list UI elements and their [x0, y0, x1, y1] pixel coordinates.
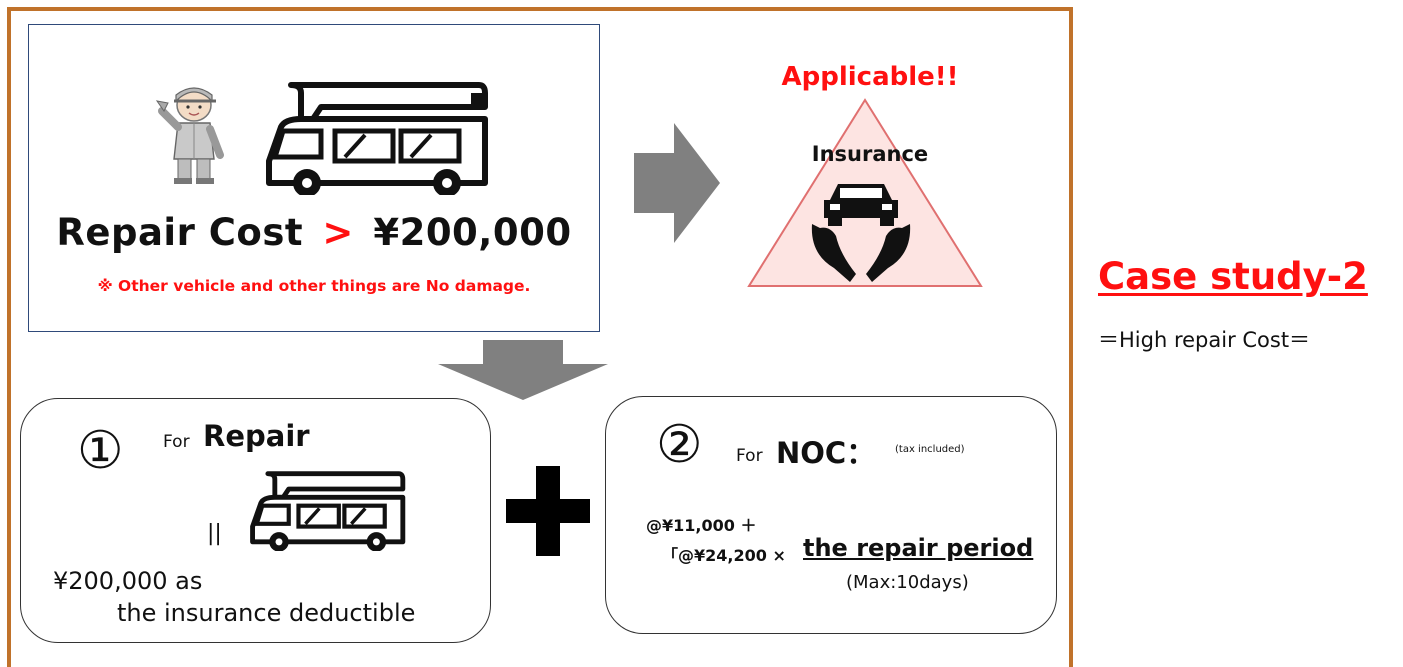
- insurance-label: Insurance: [811, 142, 929, 166]
- noc-daily-fee: 「@¥24,200 ×: [662, 546, 786, 565]
- deductible-description: the insurance deductible: [117, 599, 416, 627]
- camper-van-icon: [266, 82, 488, 195]
- deductible-amount: ¥200,000 as: [53, 567, 203, 595]
- right-arrow-icon: [634, 123, 720, 243]
- down-arrow-icon: [438, 340, 608, 400]
- condition-box: Repair Cost > ¥200,000 ※ Other vehicle a…: [28, 24, 600, 332]
- no-damage-note: ※ Other vehicle and other things are No …: [97, 277, 531, 295]
- repair-period-label: the repair period: [803, 534, 1034, 562]
- step-two-number: ②: [656, 415, 703, 475]
- greater-than-symbol: >: [322, 211, 354, 254]
- small-camper-van-icon: [250, 471, 406, 551]
- repair-cost-condition: Repair Cost > ¥200,000: [29, 211, 599, 254]
- equals-mark: ||: [207, 521, 222, 546]
- max-days-note: (Max:10days): [846, 572, 969, 593]
- noc-box: ② For NOC： (tax included) @¥11,000 ＋ 「@¥…: [605, 396, 1057, 634]
- noc-for-label: For: [736, 446, 763, 466]
- noc-heading: NOC：: [776, 436, 876, 470]
- repair-cost-threshold: ¥200,000: [373, 211, 572, 254]
- noc-base-fee: @¥11,000 ＋: [646, 516, 757, 535]
- case-study-title: Case study-2: [1098, 255, 1368, 298]
- car-in-hands-icon: [811, 184, 911, 282]
- plus-icon: [506, 466, 590, 556]
- for-label: For: [163, 432, 190, 452]
- step-one-number: ①: [77, 421, 124, 481]
- repair-cost-label: Repair Cost: [56, 211, 304, 254]
- repair-heading: Repair: [203, 419, 310, 453]
- outer-frame: [7, 7, 1073, 667]
- tax-included-note: (tax included): [895, 444, 965, 455]
- repair-cost-box: ① For Repair || ¥200,000 as the insuranc…: [20, 398, 491, 643]
- applicable-label: Applicable!!: [781, 62, 959, 92]
- mechanic-icon: [155, 87, 224, 184]
- case-study-subtitle: ＝High repair Cost＝: [1098, 328, 1311, 352]
